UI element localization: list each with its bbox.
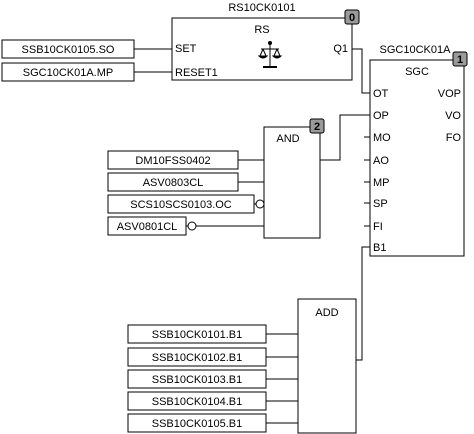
rs-input-signal-label: SGC10CK01A.MP <box>23 67 113 79</box>
and-input-signal[interactable]: SCS10SCS0103.OC <box>107 194 255 214</box>
sgc-pin-vop: VOP <box>438 88 461 100</box>
sgc-input-stubs <box>364 136 370 227</box>
wire <box>134 48 370 424</box>
sgc-pin-ao: AO <box>373 155 389 167</box>
add-input-signal-label: SSB10CK0103.B1 <box>152 374 243 386</box>
inverter-bubble <box>255 199 265 209</box>
and-block-type: AND <box>276 133 299 145</box>
and-input-signal-label: ASV0803CL <box>143 177 204 189</box>
rs-block-type: RS <box>254 24 269 36</box>
sgc-pin-fo: FO <box>446 132 462 144</box>
sgc-pin-sp: SP <box>373 198 388 210</box>
and-input-signal[interactable]: ASV0803CL <box>107 172 239 192</box>
add-block-type: ADD <box>315 307 338 319</box>
sgc-block-badge-text: 1 <box>457 54 463 66</box>
rs-input-signal[interactable]: SGC10CK01A.MP <box>1 62 135 82</box>
sgc-block-type: SGC <box>405 66 429 78</box>
sgc-pin-fi: FI <box>373 221 383 233</box>
and-block-badge: 2 <box>309 118 325 134</box>
inverter-bubble <box>187 221 197 231</box>
and-input-signal-label: SCS10SCS0103.OC <box>130 199 232 211</box>
add-input-signal[interactable]: SSB10CK0103.B1 <box>127 369 267 389</box>
scales-icon <box>257 41 283 68</box>
sgc-pin-b1: B1 <box>373 242 386 254</box>
sgc-pin-mp: MP <box>373 177 390 189</box>
rs-block-instance: RS10CK0101 <box>228 2 295 14</box>
and-block-body[interactable] <box>263 126 321 239</box>
sgc-block-body[interactable] <box>369 59 465 257</box>
add-input-signal[interactable]: SSB10CK0101.B1 <box>127 324 267 344</box>
add-input-signal[interactable]: SSB10CK0104.B1 <box>127 391 267 411</box>
and-input-signal[interactable]: ASV0801CL <box>107 216 187 236</box>
rs-block[interactable]: RS10CK0101 RS SET RESET1 Q1 0 <box>171 2 360 81</box>
rs-block-badge: 0 <box>344 9 360 25</box>
sgc-pin-vo: VO <box>445 110 461 122</box>
and-block-badge-text: 2 <box>314 121 320 133</box>
rs-input-signal[interactable]: SSB10CK0105.SO <box>1 39 135 59</box>
add-input-signal-label: SSB10CK0102.B1 <box>152 352 243 364</box>
sgc-pin-ot: OT <box>373 88 389 100</box>
and-block[interactable]: AND 2 <box>263 118 325 239</box>
rs-pin-reset1: RESET1 <box>175 67 218 79</box>
sgc-block-badge: 1 <box>452 51 468 67</box>
sgc-pin-op: OP <box>373 110 389 122</box>
and-input-signal[interactable]: DM10FSS0402 <box>107 150 239 170</box>
rs-block-badge-text: 0 <box>349 12 355 24</box>
and-input-signal-label: ASV0801CL <box>117 221 178 233</box>
add-input-signal-label: SSB10CK0105.B1 <box>152 418 243 430</box>
rs-input-signal-label: SSB10CK0105.SO <box>22 44 115 56</box>
add-input-signal-label: SSB10CK0104.B1 <box>152 396 243 408</box>
rs-pin-set: SET <box>175 43 197 55</box>
add-block[interactable]: ADD <box>297 298 357 434</box>
add-input-signal[interactable]: SSB10CK0102.B1 <box>127 347 267 367</box>
sgc-pin-mo: MO <box>373 132 391 144</box>
add-input-signal-label: SSB10CK0101.B1 <box>152 329 243 341</box>
add-input-signal[interactable]: SSB10CK0105.B1 <box>127 413 267 433</box>
add-block-body[interactable] <box>297 298 357 434</box>
sgc-block[interactable]: SGC10CK01A SGC OT OP MO AO MP SP FI B1 V… <box>364 44 468 257</box>
rs-pin-q1: Q1 <box>333 43 348 55</box>
and-input-signal-label: DM10FSS0402 <box>135 155 210 167</box>
sgc-block-instance: SGC10CK01A <box>380 44 452 56</box>
